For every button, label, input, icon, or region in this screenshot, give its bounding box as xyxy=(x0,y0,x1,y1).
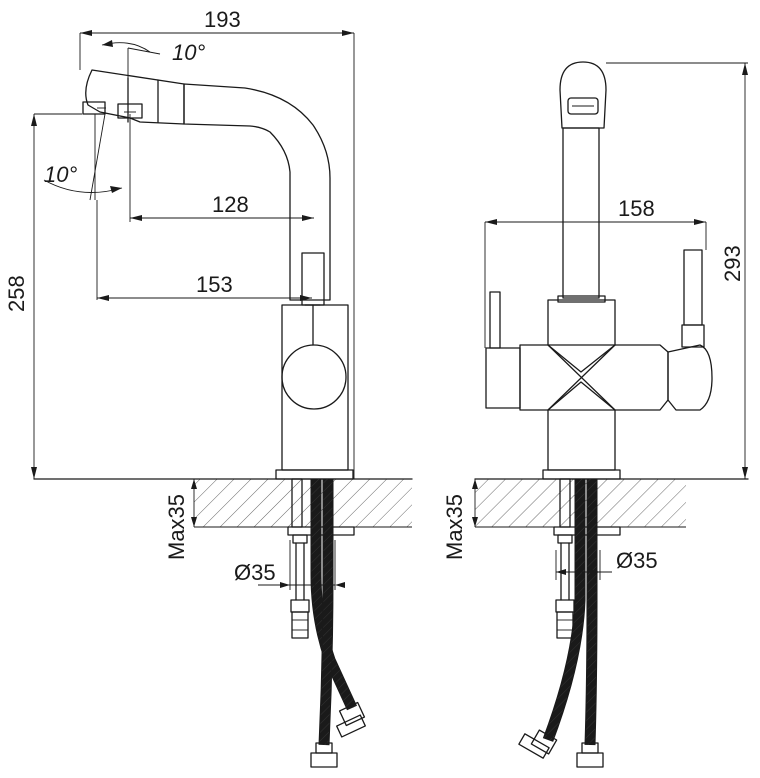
lever-hub-side xyxy=(281,344,347,410)
front-view: 158 293 Max35 xyxy=(442,61,749,768)
dim-158-label: 158 xyxy=(618,196,655,221)
spout-side xyxy=(183,83,331,301)
angle-left-label: 10° xyxy=(44,162,77,187)
dim-258-label: 258 xyxy=(4,275,29,312)
dim-max35-left-label: Max35 xyxy=(164,494,189,560)
spout-front xyxy=(562,127,600,299)
spout-head-side xyxy=(85,69,185,125)
dim-dia35-left-label: Ø35 xyxy=(234,560,276,585)
spout-head-front xyxy=(559,61,607,129)
dim-dia35-right-label: Ø35 xyxy=(616,548,658,573)
cross-body-front xyxy=(519,344,669,411)
side-view: 193 10° 10° 128 153 258 M xyxy=(4,7,413,768)
dim-153-label: 153 xyxy=(196,272,233,297)
angle-top-label: 10° xyxy=(172,40,205,65)
dim-193-label: 193 xyxy=(204,7,241,32)
faucet-body-side xyxy=(281,304,349,471)
countertop-left xyxy=(194,479,412,527)
dim-max35-right-label: Max35 xyxy=(442,494,467,560)
dim-293-label: 293 xyxy=(720,245,745,282)
dim-128-label: 128 xyxy=(212,192,249,217)
